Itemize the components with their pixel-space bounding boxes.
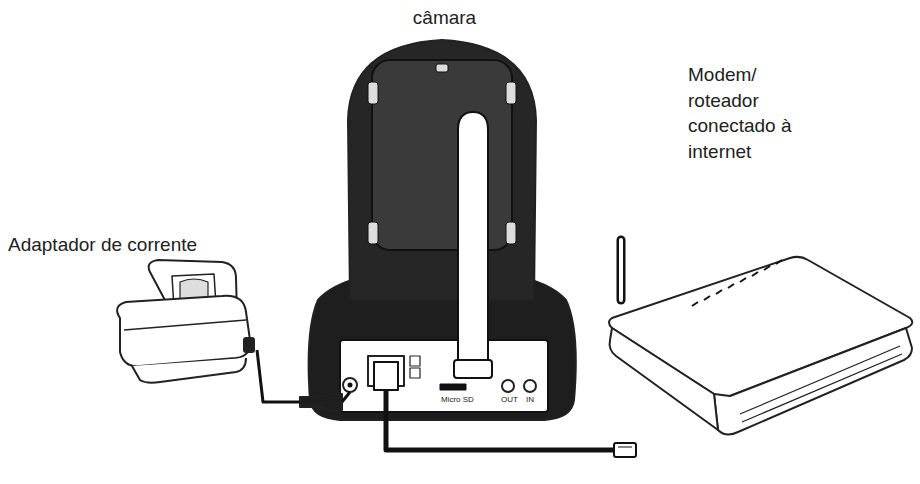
device-node: câmara — [300, 5, 589, 430]
camera-screw — [368, 222, 378, 244]
port-label: Micro SD — [440, 396, 475, 404]
device-label: Adaptador de corrente — [8, 232, 257, 258]
adapter-cable-strain — [244, 338, 254, 352]
audio-in-jack — [524, 380, 536, 392]
cable — [257, 350, 300, 402]
device-label: Modem/ roteador conectado à internet — [688, 62, 823, 165]
cable — [386, 430, 600, 450]
dc-plug — [300, 394, 342, 410]
camera-screw — [506, 222, 516, 244]
dc-jack — [343, 378, 357, 392]
router-side — [610, 328, 718, 430]
camera-dome-panel — [372, 60, 512, 250]
device-node: Adaptador de corrente — [8, 232, 257, 382]
camera-antenna — [458, 112, 488, 375]
device-node: Modem/ roteador conectado à internet — [600, 62, 915, 460]
camera-screw — [436, 64, 448, 72]
sd-slot — [440, 384, 466, 390]
router-leds — [692, 260, 782, 306]
ethernet-plug — [600, 443, 636, 457]
ethernet-plug — [374, 362, 398, 390]
router-front — [714, 328, 912, 435]
adapter-body — [117, 296, 250, 366]
camera-screw — [506, 82, 516, 104]
device-label: câmara — [300, 5, 589, 31]
audio-out-jack — [502, 380, 514, 392]
camera-back-panel — [340, 340, 548, 412]
port-label: OUT — [500, 396, 519, 404]
camera-screw — [368, 82, 378, 104]
antenna-base — [454, 360, 492, 378]
camera-dome — [348, 40, 536, 300]
port-label: IN — [525, 396, 535, 404]
router-antenna — [617, 240, 626, 300]
